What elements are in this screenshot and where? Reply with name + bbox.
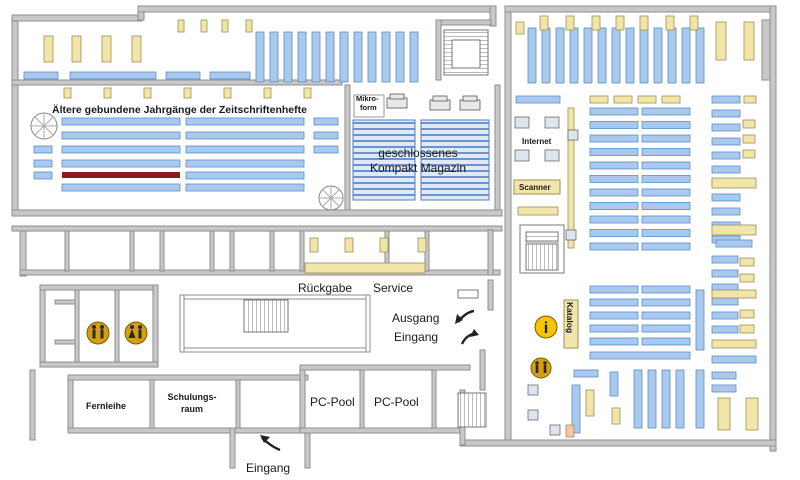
shelf: [589, 188, 639, 197]
stairs-icon: [243, 289, 487, 428]
elevator-family-icon: [530, 357, 552, 379]
shelf: [589, 229, 639, 237]
stairs-icon: [519, 224, 565, 274]
shelf: [711, 137, 741, 146]
shelf: [711, 255, 739, 264]
printer-icon: [386, 93, 481, 111]
label-pc-pool-2: PC-Pool: [374, 395, 419, 409]
shelf: [589, 161, 639, 170]
right-side-tables: [517, 107, 757, 349]
label-mikroform-line2: form: [360, 103, 377, 112]
shelf: [695, 289, 705, 351]
shelf: [641, 188, 691, 197]
label-eingang-main: Eingang: [246, 461, 290, 475]
shelf: [589, 175, 639, 183]
label-ausgang: Ausgang: [392, 311, 439, 325]
shelf: [711, 311, 739, 320]
label-fernleihe: Fernleihe: [86, 401, 126, 411]
exit-arrow-icon: [455, 309, 475, 324]
info-glyph: i: [544, 320, 548, 337]
label-internet: Internet: [522, 137, 552, 146]
shelf: [589, 311, 639, 320]
shelf: [589, 107, 639, 116]
right-lower-shelves: [571, 369, 737, 434]
shelf: [711, 151, 741, 160]
label-mikroform-line1: Mikro-: [356, 94, 379, 103]
label-pc-pool-1: PC-Pool: [310, 395, 355, 409]
label-magazin-line1: geschlossenes: [378, 146, 457, 160]
shelf: [589, 134, 639, 143]
shelf: [641, 134, 691, 143]
shelf: [641, 202, 691, 210]
spiral-stairs-icon: [30, 112, 344, 211]
shelf: [589, 121, 639, 129]
scanner-desk: [513, 179, 561, 195]
shelf: [589, 285, 639, 294]
shelf: [715, 239, 753, 248]
shelf: [641, 107, 691, 116]
label-zeitschriften: Ältere gebundene Jahrgänge der Zeitschri…: [52, 103, 307, 116]
right-lower-tables: [565, 389, 759, 438]
shelf: [641, 161, 691, 170]
service-desks: [304, 237, 427, 274]
shelf: [641, 324, 691, 333]
top-left-tables: [43, 19, 312, 99]
shelf: [641, 285, 691, 294]
label-rueckgabe: Rückgabe: [298, 281, 352, 295]
shelf: [589, 324, 639, 333]
building-walls: [11, 5, 777, 469]
compact-magazine: [352, 119, 490, 201]
shelf: [711, 207, 741, 216]
top-left-shelves: [23, 31, 419, 192]
shelf: [711, 109, 741, 118]
highlighted-shelf: [62, 172, 180, 178]
shelf: [589, 298, 639, 307]
shelf: [641, 215, 691, 224]
right-main-shelves: [589, 107, 757, 364]
mikroform-area: [353, 94, 385, 118]
shelf: [589, 202, 639, 210]
entrance-arrow-icon: [260, 329, 479, 452]
label-scanner: Scanner: [519, 183, 551, 192]
shelf: [641, 337, 691, 346]
shelf: [641, 242, 691, 251]
label-schulungsraum-line2: raum: [181, 404, 203, 414]
shelf: [589, 215, 639, 224]
shelf: [711, 165, 741, 174]
stairs-icon: [443, 29, 489, 76]
label-service: Service: [373, 281, 413, 295]
shelf: [711, 123, 741, 132]
shelf: [641, 148, 691, 156]
label-schulungsraum-line1: Schulungs-: [168, 392, 217, 402]
computer-icon: [514, 116, 579, 436]
shelf: [641, 175, 691, 183]
right-upper-tables: [515, 15, 757, 104]
shelf: [589, 148, 639, 156]
right-upper-shelves: [515, 27, 741, 104]
info-icon: i: [534, 315, 558, 339]
restroom-men-icon: [86, 321, 110, 345]
shelf: [589, 337, 639, 346]
katalog-desk: [563, 299, 579, 349]
restroom-women-icon: [124, 321, 148, 345]
label-katalog: Katalog: [565, 302, 575, 333]
shelf: [589, 351, 691, 360]
shelf: [641, 311, 691, 320]
shelf: [711, 193, 741, 202]
shelf: [711, 355, 757, 364]
label-magazin-line2: Kompakt Magazin: [370, 161, 466, 175]
shelf: [589, 242, 639, 251]
shelf: [641, 298, 691, 307]
shelf: [711, 269, 739, 278]
shelf: [711, 325, 739, 334]
shelf: [641, 121, 691, 129]
label-eingang-side: Eingang: [394, 330, 438, 344]
shelf: [711, 297, 739, 306]
shelf: [641, 229, 691, 237]
